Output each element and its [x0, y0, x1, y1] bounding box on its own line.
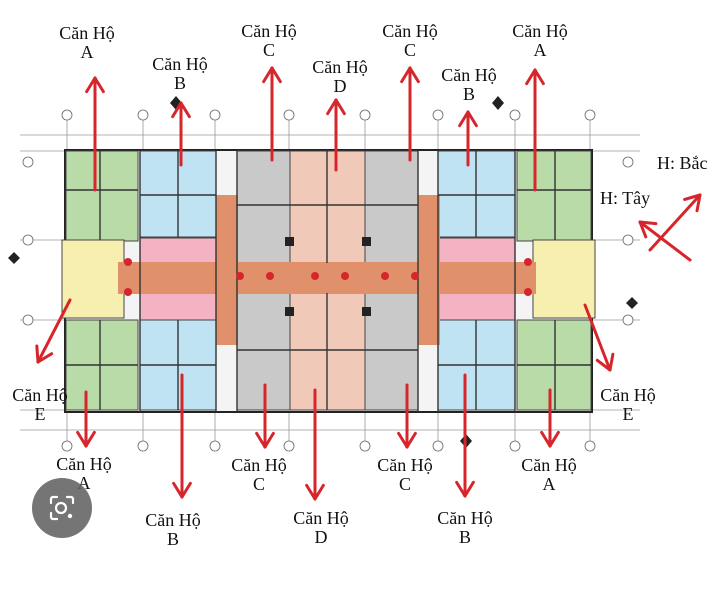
arrow-top-c-left	[262, 66, 282, 162]
arrow-bot-b-left	[172, 373, 192, 499]
zone-c-top-right	[364, 150, 419, 264]
arrow-top-c-right	[400, 66, 420, 162]
direction-arrows	[35, 66, 702, 501]
arrow-bot-a-left	[76, 390, 96, 448]
arrow-bot-c-right	[397, 383, 417, 449]
arrow-bot-a-right	[540, 388, 560, 448]
arrow-bot-d	[305, 388, 325, 501]
direction-west-label: H: Tây	[600, 188, 651, 208]
pink-strip-bottom-right	[437, 291, 516, 321]
pink-strip-top-right	[437, 237, 516, 265]
direction-north-label: H: Bắc	[657, 153, 708, 173]
arrow-bot-b-right	[455, 373, 475, 498]
arrow-top-a-right	[525, 68, 545, 192]
corridor-columns	[124, 258, 532, 296]
arrow-compass-nw	[638, 220, 692, 262]
arrow-left-e	[35, 298, 72, 364]
pink-strip-top-left	[139, 237, 217, 265]
zone-a-top-left	[65, 150, 139, 242]
corridor-main	[118, 262, 536, 294]
stair-cores	[285, 237, 371, 316]
arrow-right-e	[583, 303, 615, 372]
arrow-top-b-left	[171, 101, 191, 167]
zone-c-bottom-right	[364, 292, 419, 411]
pink-strip-bottom-left	[139, 291, 217, 321]
axis-markers	[22, 109, 634, 452]
arrow-bot-c-left	[255, 383, 275, 449]
room-partitions	[66, 150, 591, 412]
zone-c-top-left	[236, 150, 291, 264]
lobby-left	[61, 239, 125, 319]
corridor-right-wing	[418, 195, 440, 345]
arrow-compass-ne	[648, 193, 702, 252]
arrow-top-b-right	[458, 110, 478, 167]
corridor-left-wing	[216, 195, 238, 345]
zone-a-top-right	[516, 150, 592, 242]
arrow-top-d	[326, 98, 346, 172]
lens-icon	[49, 495, 75, 521]
arrow-top-a-left	[85, 76, 105, 192]
lens-button[interactable]	[32, 478, 92, 538]
